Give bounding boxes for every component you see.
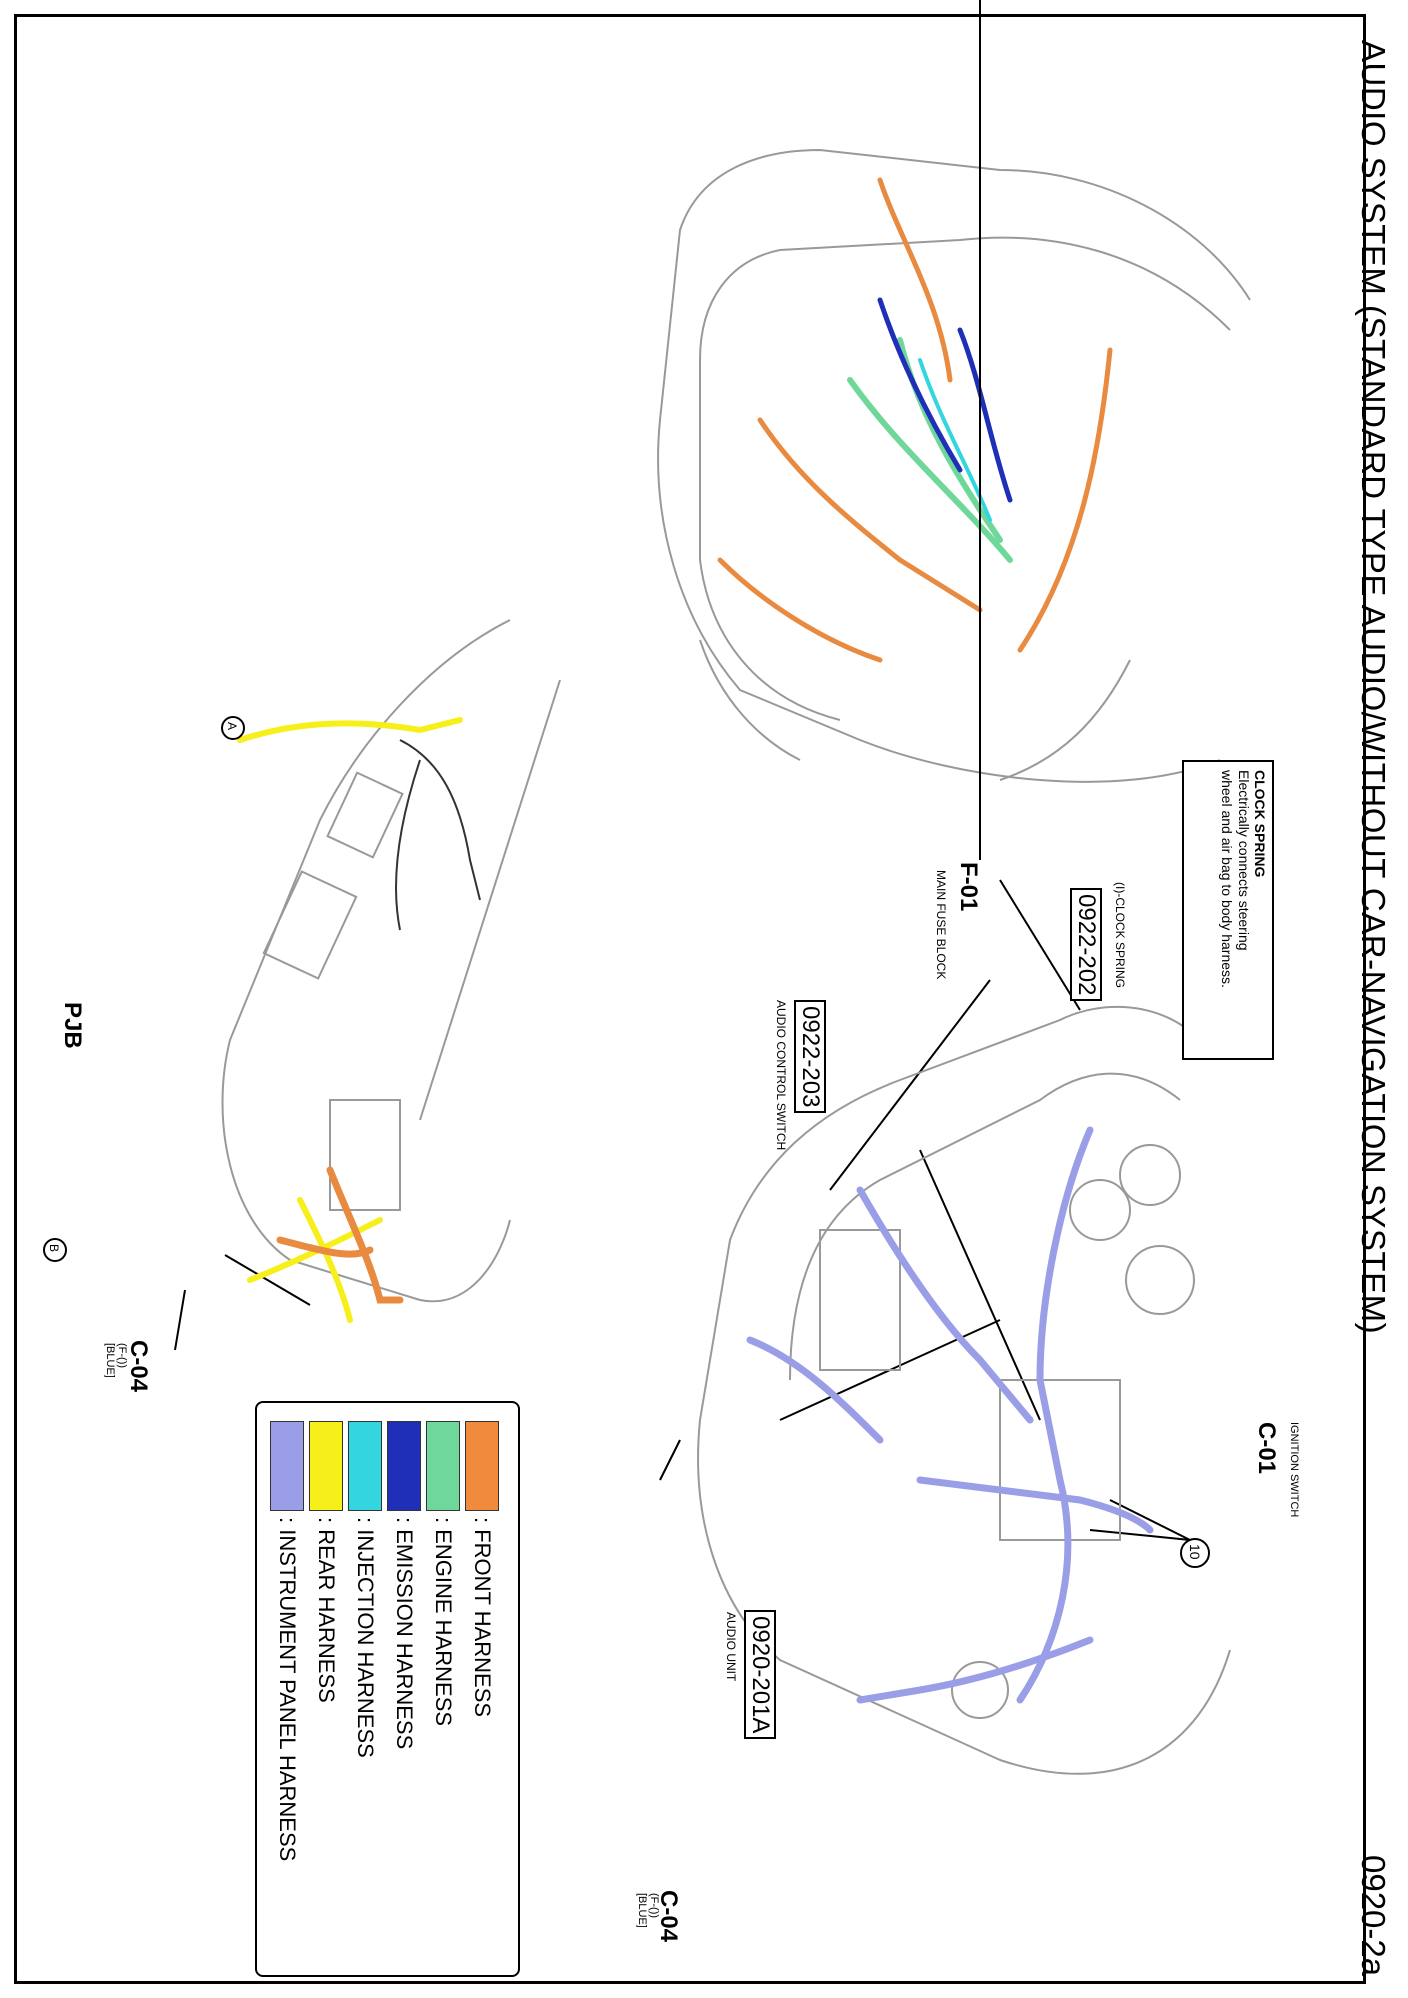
instrument-panel-harness (746, 1126, 1154, 1704)
legend-item-rear: : REAR HARNESS (309, 1421, 343, 1703)
circle-markers (43, 716, 1210, 1568)
legend-swatch-front (465, 1421, 499, 1511)
legend-label-rear: : REAR HARNESS (314, 1517, 339, 1703)
legend-label-instrument-panel: : INSTRUMENT PANEL HARNESS (275, 1517, 300, 1862)
engine-harness-engine-bay (847, 337, 1013, 563)
c04-left-sub: (F-()) (116, 1343, 128, 1368)
rear-area-outline (221, 619, 561, 1303)
c04-right-sub1: (F-()) (648, 1893, 660, 1919)
legend-label-front: : FRONT HARNESS (470, 1517, 495, 1718)
clock-spring-label: (I)-CLOCK SPRING (1113, 882, 1127, 989)
legend-item-injection: : INJECTION HARNESS (348, 1421, 382, 1758)
legend-item-engine: : ENGINE HARNESS (426, 1421, 460, 1726)
fuse-block-label: MAIN FUSE BLOCK (934, 870, 948, 980)
c04-left-sub-2: [BLUE] (104, 1343, 116, 1378)
clock-spring-code: 0922-202 (1070, 888, 1102, 1002)
audio-unit-code: 0920-201A (744, 1610, 776, 1740)
rear-harness (237, 717, 463, 1323)
c04-left-callout: C-04 (125, 1340, 152, 1393)
audio-control-label: AUDIO CONTROL SWITCH (774, 1000, 788, 1151)
legend-item-instrument-panel: : INSTRUMENT PANEL HARNESS (270, 1421, 304, 1861)
ignition-label: IGNITION SWITCH (1288, 1422, 1300, 1518)
fuse-block-id: F-01 (955, 862, 982, 912)
audio-unit-callout: 0920-201A (744, 1610, 776, 1740)
legend-swatch-instrument-panel (270, 1421, 304, 1511)
c04-left-sub1: (F-()) (116, 1343, 128, 1369)
rear-black-wires (395, 739, 481, 931)
pjb-label: PJB (59, 1002, 86, 1049)
c04-left-sub2: [BLUE] (104, 1343, 116, 1378)
instrument-panel-outline (697, 1005, 1231, 1775)
front-harness-engine-bay (717, 177, 1113, 663)
injection-harness-engine-bay (918, 358, 992, 522)
note-line-1: Electrically connects steering (1236, 770, 1252, 951)
note-heading: CLOCK SPRING (1252, 770, 1268, 878)
audio-control-callout: 0922-203 (794, 1000, 826, 1114)
legend-label-injection: : INJECTION HARNESS (353, 1517, 378, 1758)
clock-spring-note: CLOCK SPRING Electrically connects steer… (1182, 760, 1274, 1060)
audio-unit-label: AUDIO UNIT (724, 1612, 738, 1682)
c04-right-sub-2: [BLUE] (636, 1893, 648, 1928)
legend-label-engine: : ENGINE HARNESS (431, 1517, 456, 1727)
audio-control-code: 0922-203 (794, 1000, 826, 1114)
clock-spring-callout: 0922-202 (1070, 888, 1102, 1002)
marker-b-label: B (47, 1244, 61, 1253)
emission-harness-engine-bay (877, 297, 1013, 503)
front-harness-rear (276, 1166, 404, 1304)
note-line-2: wheel and air bag to body harness. (1219, 770, 1235, 988)
legend-item-front: : FRONT HARNESS (465, 1421, 499, 1717)
engine-compartment-outline (657, 148, 1251, 783)
harness-legend: : FRONT HARNESS : ENGINE HARNESS : EMISS… (255, 1401, 520, 1977)
c04-left-id: C-04 (125, 1340, 152, 1393)
marker-ten-label: 10 (1187, 1544, 1203, 1560)
legend-item-emission: : EMISSION HARNESS (387, 1421, 421, 1749)
legend-swatch-injection (348, 1421, 382, 1511)
page-frame (14, 14, 1366, 1984)
leader-lines (174, 0, 1191, 1541)
c04-right-sub: (F-()) (648, 1893, 660, 1918)
legend-swatch-engine (426, 1421, 460, 1511)
marker-a-label: A (225, 722, 239, 731)
ignition-id: C-01 (1253, 1422, 1280, 1475)
legend-swatch-emission (387, 1421, 421, 1511)
legend-swatch-rear (309, 1421, 343, 1511)
legend-label-emission: : EMISSION HARNESS (392, 1517, 417, 1750)
ignition-callout: C-01 (1253, 1422, 1280, 1475)
fuse-block-callout: F-01 (955, 862, 982, 912)
c04-right-sub2: [BLUE] (636, 1893, 648, 1928)
